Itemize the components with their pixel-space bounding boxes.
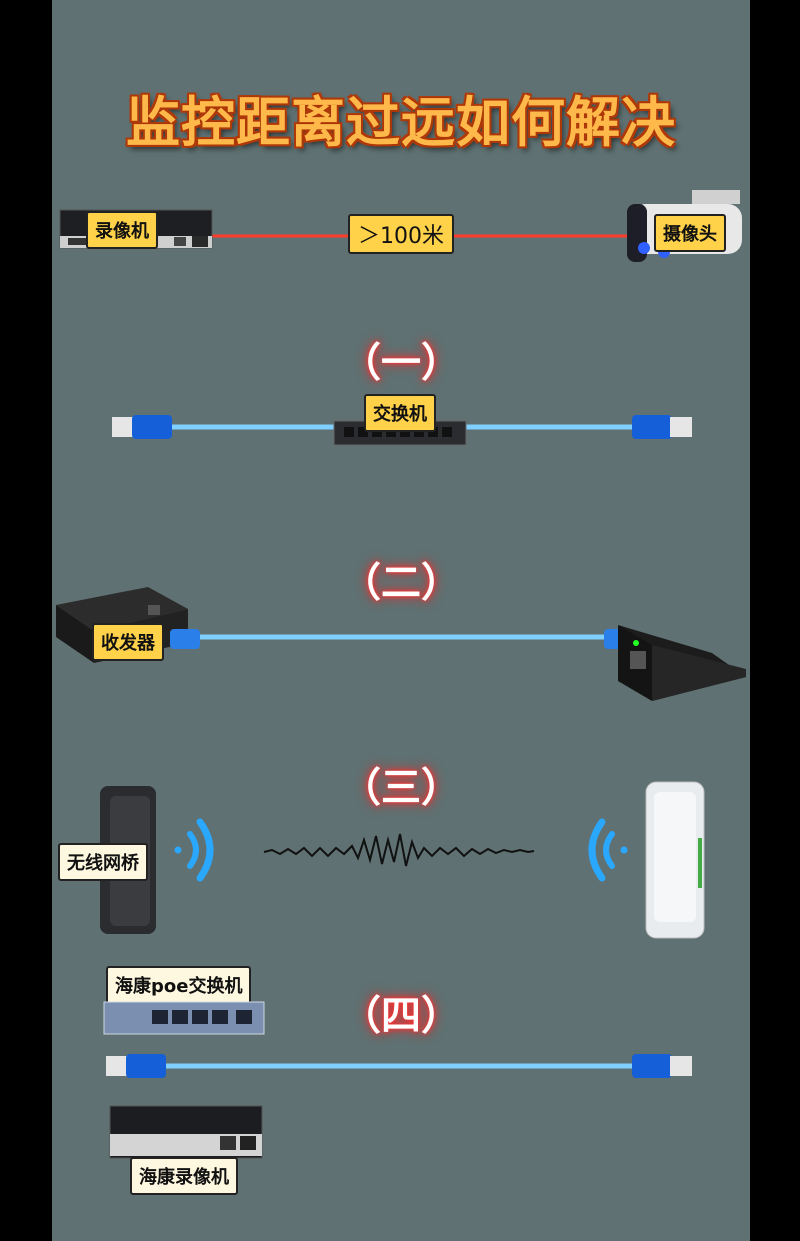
poe-switch-label: 海康poe交换机 bbox=[106, 966, 252, 1004]
nvr-label: 海康录像机 bbox=[130, 1157, 238, 1195]
switch-label: 交换机 bbox=[364, 394, 436, 432]
fiber-plug-left-icon bbox=[170, 629, 200, 649]
wireless-bridge-label: 无线网桥 bbox=[58, 843, 148, 881]
section-heading-3: （三） bbox=[341, 765, 461, 811]
switch-device-icon bbox=[333, 420, 467, 446]
signal-wave bbox=[263, 833, 535, 867]
section-1-graphics bbox=[112, 415, 692, 446]
wireless-bridge-right-icon bbox=[645, 781, 705, 939]
section-3-graphics bbox=[100, 781, 705, 939]
nvr-device-icon bbox=[109, 1105, 263, 1159]
rj45-plug-right-icon bbox=[632, 1054, 692, 1078]
diagram-canvas: 监控距离过远如何解决 录像机 ＞100米 摄像头 （一） bbox=[52, 0, 750, 1241]
rj45-plug-right-icon bbox=[632, 415, 692, 439]
transceiver-label: 收发器 bbox=[92, 623, 164, 661]
rj45-plug-left-icon bbox=[106, 1054, 166, 1078]
rj45-plug-left-icon bbox=[112, 415, 172, 439]
section-heading-2: （二） bbox=[341, 560, 461, 606]
section-heading-4: （四） bbox=[341, 993, 461, 1039]
section-heading-1: （一） bbox=[341, 340, 461, 386]
section-4-graphics bbox=[103, 1001, 692, 1159]
poe-switch-device-icon bbox=[103, 1001, 265, 1035]
wifi-signal-right-icon bbox=[588, 818, 628, 882]
camera-label: 摄像头 bbox=[654, 214, 726, 252]
recorder-label: 录像机 bbox=[86, 211, 158, 249]
page-title: 监控距离过远如何解决 bbox=[126, 91, 676, 154]
distance-label: ＞100米 bbox=[348, 214, 454, 254]
media-converter-right-icon bbox=[618, 625, 746, 701]
wifi-signal-left-icon bbox=[174, 818, 214, 882]
